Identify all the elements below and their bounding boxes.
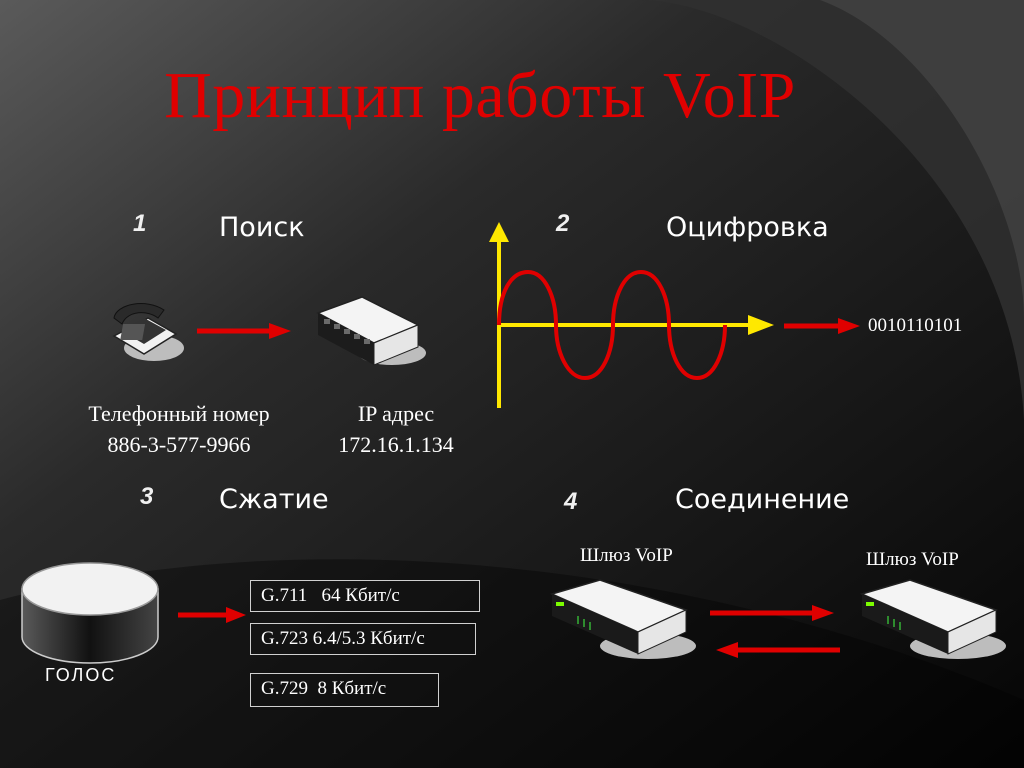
telephone-icon bbox=[112, 303, 184, 361]
step-number-1: 1 bbox=[133, 210, 147, 237]
phone-number-caption: Телефонный номер bbox=[88, 401, 270, 426]
step-title-digitize: Оцифровка bbox=[666, 212, 829, 243]
ip-address-caption: IP адрес bbox=[357, 401, 435, 426]
gateway-left-icon bbox=[549, 579, 696, 659]
codec-g711: G.711 64 Кбит/с bbox=[250, 580, 480, 612]
step-title-search: Поиск bbox=[219, 212, 305, 243]
arrow-to-binary bbox=[784, 318, 860, 334]
x-axis-arrowhead bbox=[748, 315, 774, 335]
gateway-right-icon bbox=[859, 579, 1006, 659]
y-axis-arrowhead bbox=[489, 222, 509, 242]
server-icon bbox=[316, 296, 426, 366]
step-number-2: 2 bbox=[556, 210, 570, 237]
step-number-4: 4 bbox=[564, 488, 578, 515]
voice-cylinder-icon bbox=[21, 562, 159, 664]
arrow-voice-to-codecs bbox=[178, 607, 246, 623]
step-title-connect: Соединение bbox=[675, 484, 850, 515]
ip-address-value: 172.16.1.134 bbox=[338, 432, 454, 457]
slide-title: Принцип работы VoIP bbox=[164, 59, 796, 132]
codec-g729: G.729 8 Кбит/с bbox=[250, 673, 439, 707]
ip-address-label: IP адрес 172.16.1.134 bbox=[318, 398, 474, 460]
arrow-phone-to-server bbox=[197, 323, 291, 339]
gateway-left-label: Шлюз VoIP bbox=[580, 545, 673, 566]
binary-output: 0010110101 bbox=[868, 315, 963, 336]
voice-label: ГОЛОС bbox=[45, 665, 117, 685]
arrow-gateway-right bbox=[710, 605, 834, 621]
step-title-compress: Сжатие bbox=[219, 484, 329, 515]
sine-wave bbox=[497, 269, 727, 381]
arrow-gateway-left bbox=[716, 642, 840, 658]
step-number-3: 3 bbox=[140, 483, 154, 510]
gateway-right-label: Шлюз VoIP bbox=[866, 549, 959, 570]
phone-number-label: Телефонный номер 886-3-577-9966 bbox=[50, 398, 308, 460]
digitize-waveform bbox=[489, 222, 774, 408]
codec-g723: G.723 6.4/5.3 Кбит/с bbox=[250, 623, 476, 655]
phone-number-value: 886-3-577-9966 bbox=[107, 432, 251, 457]
